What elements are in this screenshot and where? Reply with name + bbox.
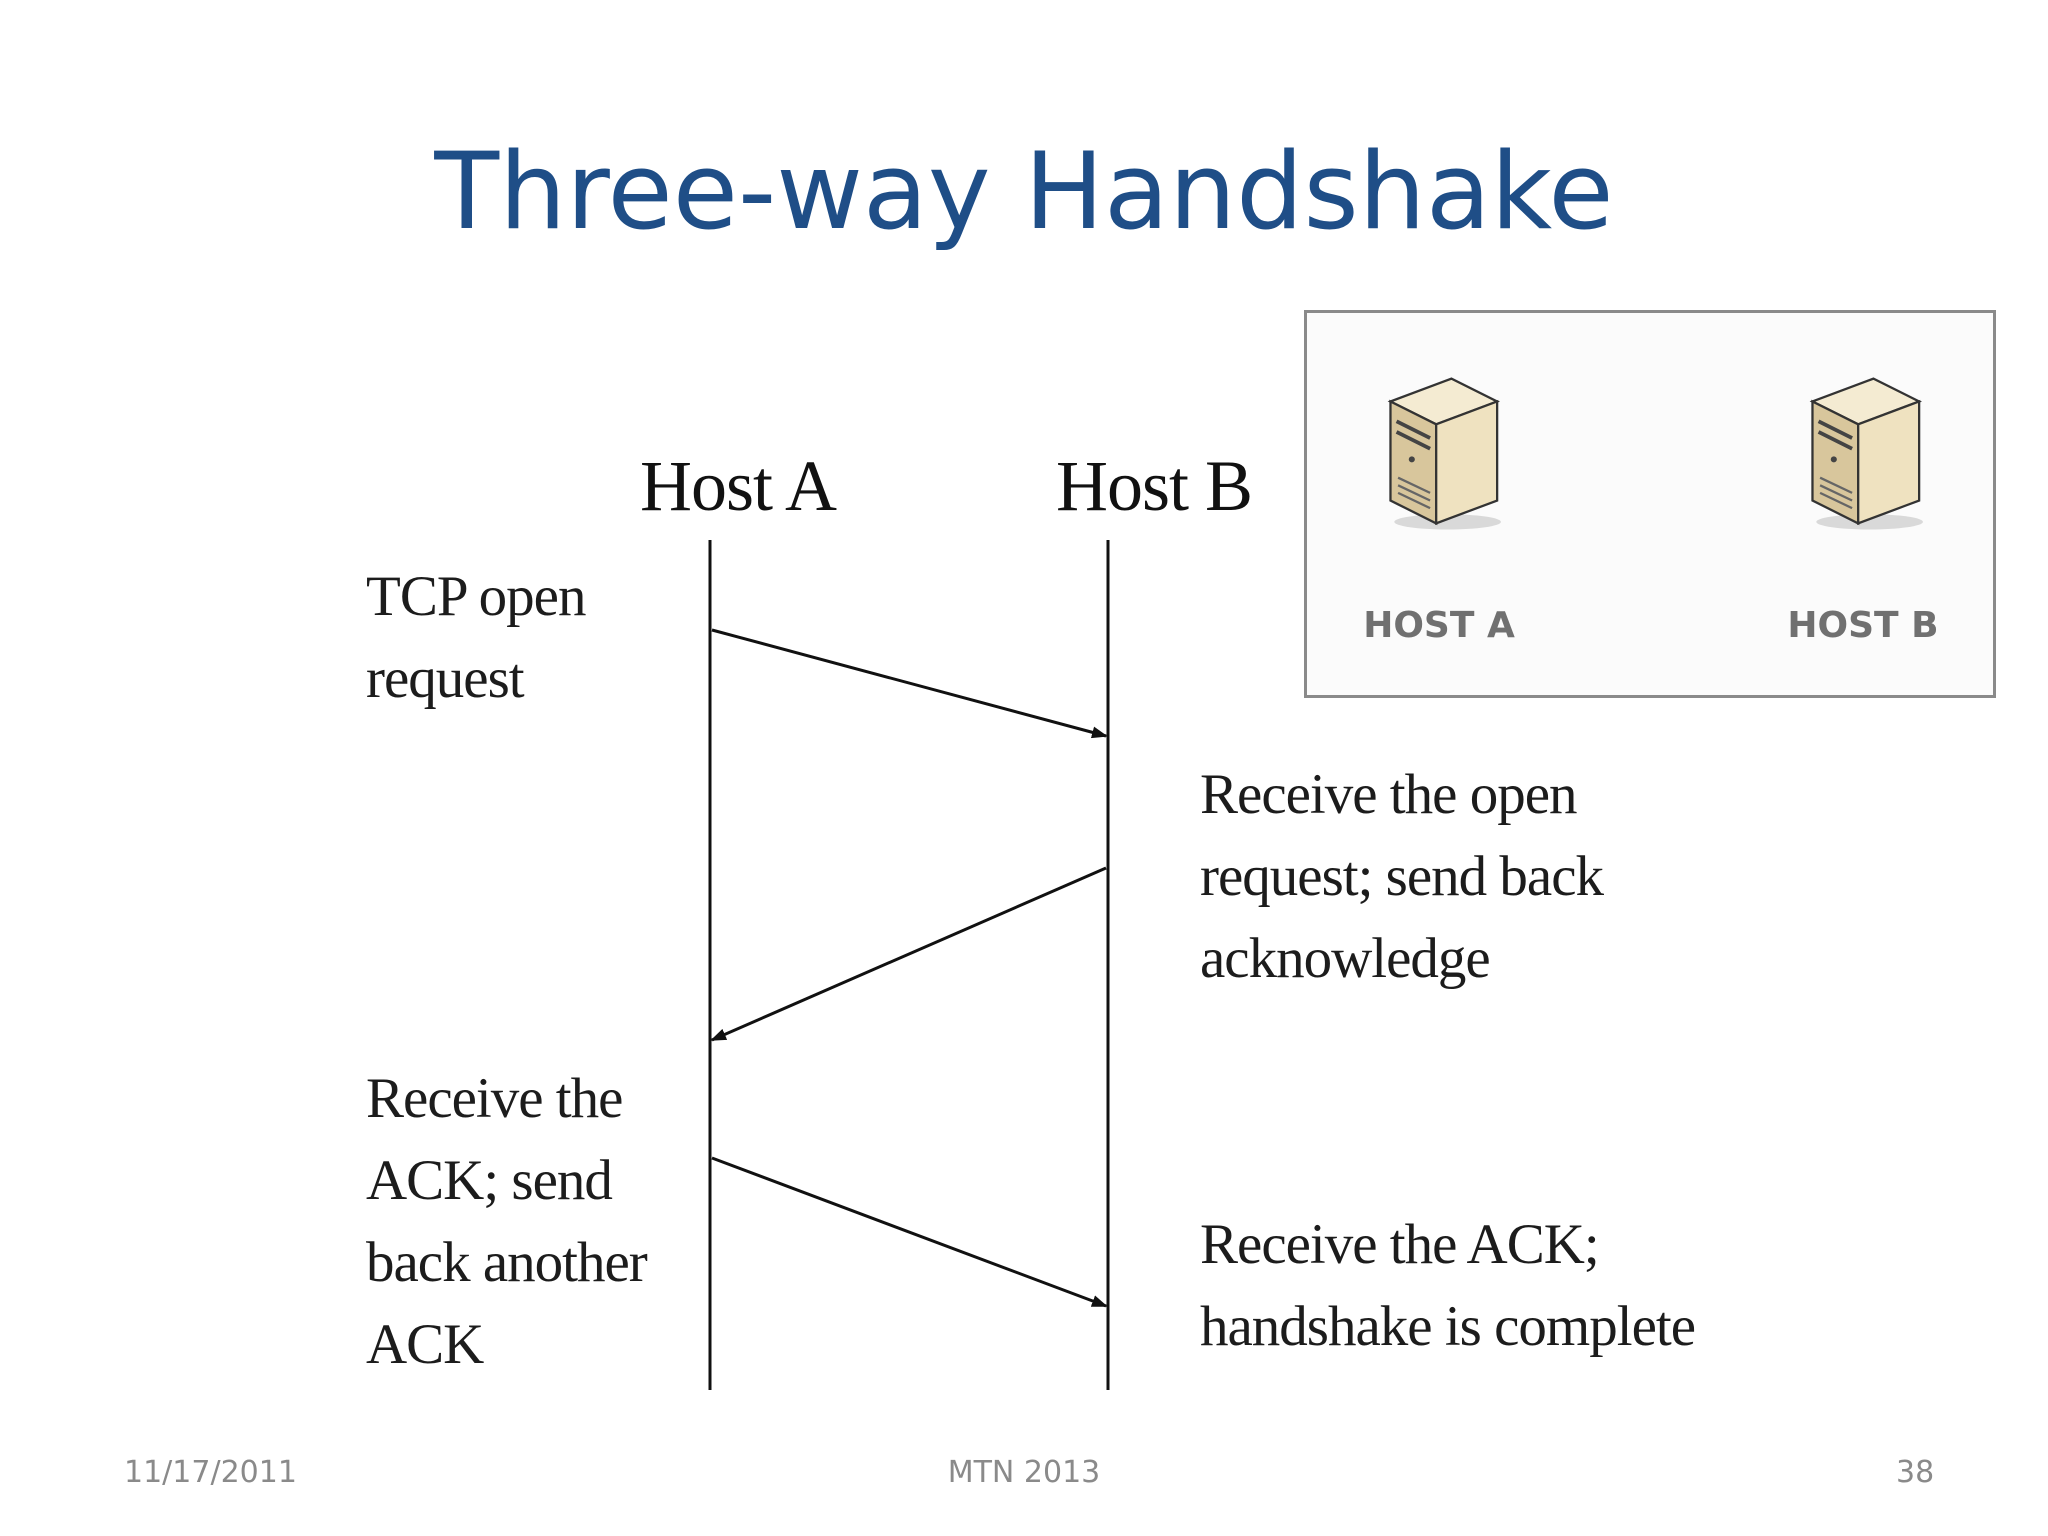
- note-receive-ack-send-ack: Receive the ACK; send back another ACK: [366, 1067, 648, 1376]
- host-b-caption: HOST B: [1787, 605, 1939, 646]
- footer-center: MTN 2013: [947, 1455, 1101, 1490]
- note-receive-open-request: Receive the open request; send back ackn…: [1200, 763, 1604, 990]
- footer-date: 11/17/2011: [124, 1455, 297, 1490]
- slide-title: Three-way Handshake: [434, 130, 1614, 253]
- host-a-caption: HOST A: [1363, 605, 1515, 646]
- note-receive-ack-complete: Receive the ACK; handshake is complete: [1200, 1213, 1696, 1358]
- server-tower-icon: [1809, 377, 1923, 530]
- syn-arrow: [711, 628, 1108, 739]
- host-b-label: Host B: [1056, 446, 1253, 526]
- host-a-label: Host A: [640, 446, 837, 526]
- ack-arrow: [711, 1156, 1108, 1308]
- hosts-inset: HOST A HOST B: [1304, 310, 1996, 698]
- note-tcp-open-request: TCP open request: [366, 565, 586, 710]
- syn-ack-arrow: [710, 866, 1107, 1042]
- server-tower-icon: [1387, 377, 1501, 530]
- footer-page-number: 38: [1896, 1455, 1935, 1490]
